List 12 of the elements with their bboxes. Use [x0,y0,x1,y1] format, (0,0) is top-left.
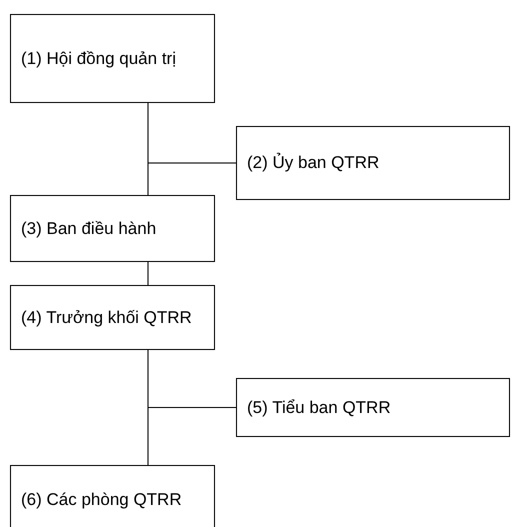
box-label: (3) Ban điều hành [21,218,156,238]
box-label: (4) Trưởng khối QTRR [21,308,192,328]
org-box [10,465,215,527]
org-box [10,14,215,103]
org-box [236,126,510,200]
org-box [10,195,215,262]
box-label: (5) Tiểu ban QTRR [247,398,391,418]
org-box [10,285,215,350]
box-label: (1) Hội đồng quản trị [21,48,176,68]
box-label: (6) Các phòng QTRR [21,490,182,510]
org-box [236,378,510,437]
box-label: (2) Ủy ban QTRR [247,153,380,173]
